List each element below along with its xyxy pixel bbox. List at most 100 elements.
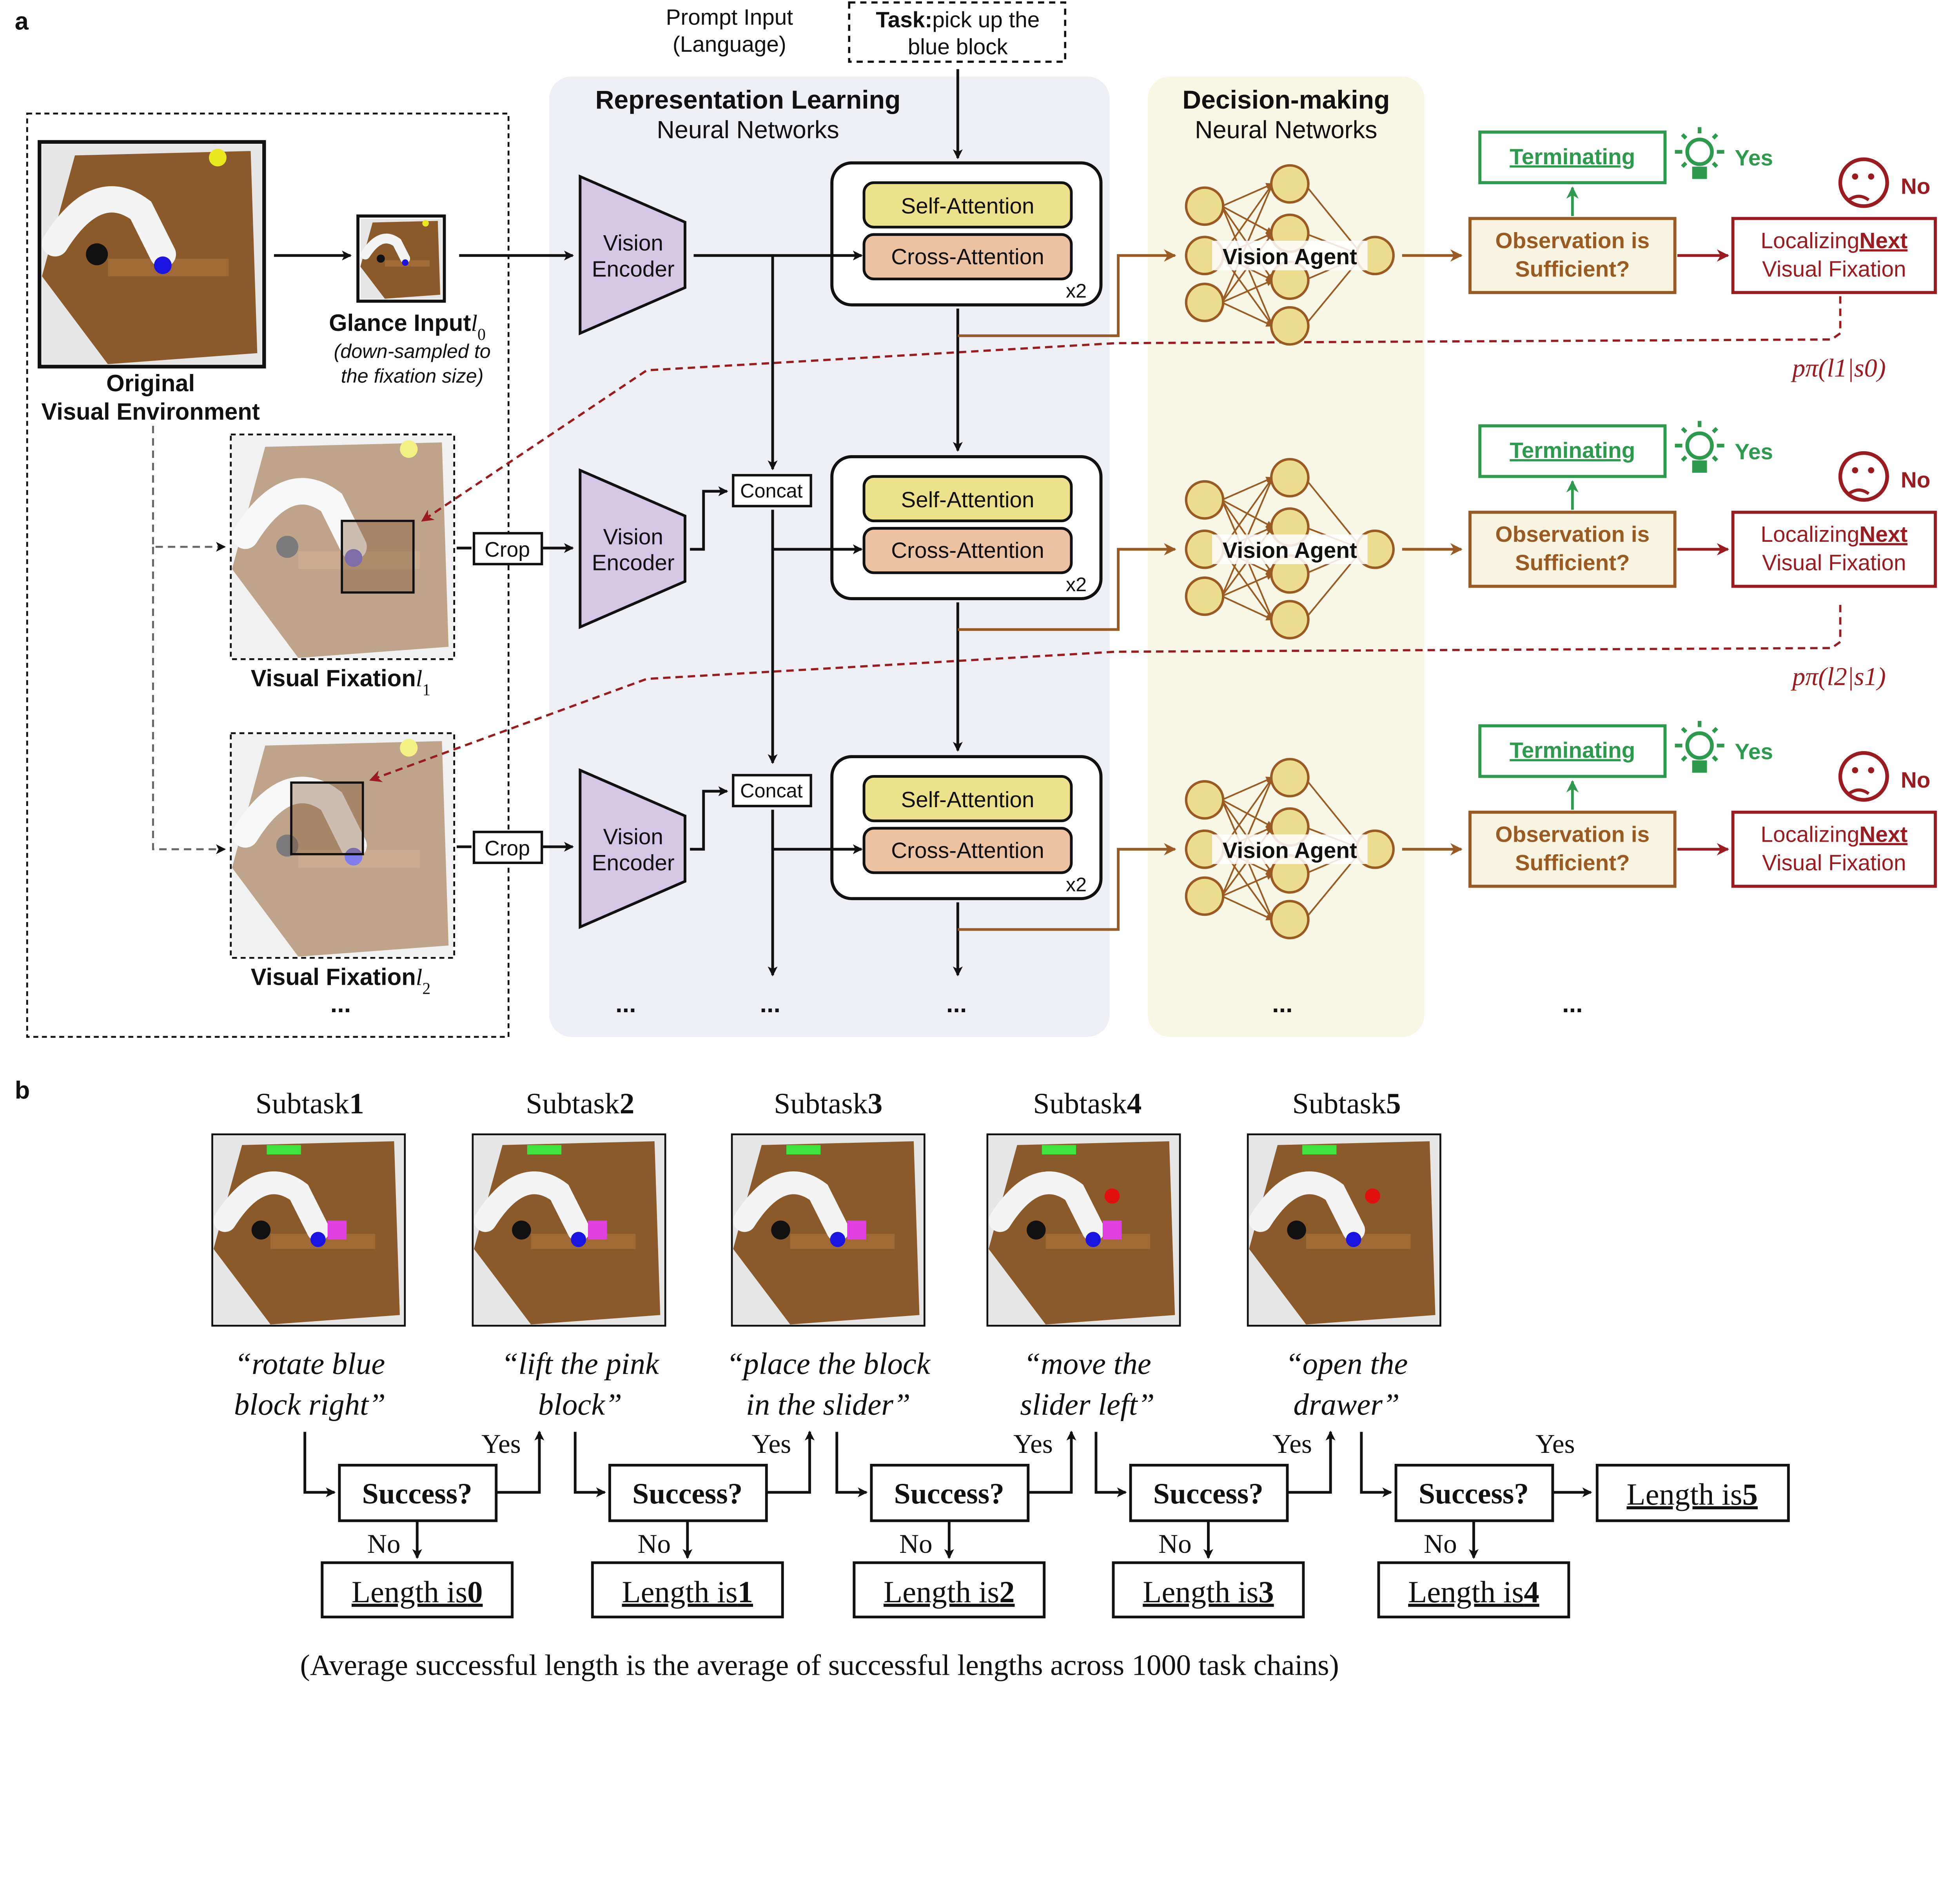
network-edge bbox=[1221, 279, 1274, 303]
terminating-label: Terminating bbox=[1510, 145, 1635, 169]
text-part: Length is bbox=[1143, 1575, 1258, 1609]
face-eye bbox=[1868, 467, 1875, 474]
ell-decision: ... bbox=[1562, 990, 1583, 1018]
face-eye bbox=[1868, 173, 1875, 180]
repr-title: Representation Learning bbox=[595, 85, 901, 114]
text-part: 5 bbox=[1742, 1478, 1758, 1512]
repeat-label: x2 bbox=[1066, 280, 1087, 302]
hole bbox=[86, 243, 108, 265]
network-node bbox=[1270, 600, 1310, 639]
vision-agent-label-bg bbox=[1212, 534, 1368, 564]
robot-arm bbox=[733, 1171, 849, 1242]
thinking-face-icon bbox=[1838, 451, 1889, 502]
text-part: Next bbox=[1859, 822, 1907, 847]
length-box bbox=[1112, 1561, 1305, 1619]
face-outline bbox=[1838, 751, 1889, 802]
to-success-arrow bbox=[303, 1432, 336, 1498]
final-length-box bbox=[1595, 1463, 1790, 1522]
bulb-ray bbox=[1711, 427, 1719, 434]
policy-label: pπ(l2|s1) bbox=[1791, 662, 1886, 691]
ellipsis: ... bbox=[330, 990, 351, 1018]
face-eye bbox=[1852, 767, 1858, 773]
no-label: No bbox=[1901, 174, 1931, 199]
success-label: Success? bbox=[1153, 1478, 1263, 1510]
text-part: l bbox=[416, 666, 423, 692]
blue-block bbox=[830, 1232, 846, 1247]
vision-encoder-label: Vision bbox=[603, 231, 663, 256]
original-image bbox=[42, 144, 262, 364]
text-part: Localizing bbox=[1760, 229, 1859, 253]
vision-agent-label: Vision Agent bbox=[1223, 538, 1357, 563]
cross-attention-label: Cross-Attention bbox=[891, 538, 1044, 563]
blue-block bbox=[154, 256, 172, 274]
cross-attention-label: Cross-Attention bbox=[891, 838, 1044, 863]
text-part: Next bbox=[1859, 522, 1907, 547]
glance-frame bbox=[356, 214, 446, 303]
network-node bbox=[1270, 758, 1310, 798]
face-hand bbox=[1848, 788, 1870, 795]
attention-to-agent bbox=[958, 249, 1176, 337]
prompt-input-label: Prompt Input bbox=[666, 5, 793, 30]
fixation-window bbox=[341, 519, 415, 594]
network-node bbox=[1185, 186, 1225, 226]
robot-arm bbox=[989, 1171, 1105, 1242]
localizing-label: LocalizingNext bbox=[1760, 229, 1907, 253]
localizing-label-2: Visual Fixation bbox=[1762, 851, 1906, 875]
cross-attention-box bbox=[862, 827, 1073, 874]
network-node bbox=[1270, 164, 1310, 204]
vision-encoder-label: Vision bbox=[603, 825, 663, 850]
yes-label: Yes bbox=[1272, 1429, 1312, 1459]
success-box bbox=[870, 1463, 1030, 1522]
original-frame bbox=[38, 140, 266, 369]
subtask-title: Subtask3 bbox=[774, 1087, 882, 1120]
terminating-label: Terminating bbox=[1510, 738, 1635, 763]
localizing-label: LocalizingNext bbox=[1760, 522, 1907, 547]
network-edge bbox=[1221, 301, 1274, 327]
length-box bbox=[591, 1561, 784, 1619]
network-edge bbox=[1221, 183, 1274, 207]
lightbulb-icon bbox=[1675, 127, 1724, 179]
yellow-ball bbox=[209, 149, 227, 167]
subtask-title: Subtask4 bbox=[1033, 1087, 1142, 1120]
no-label: No bbox=[1158, 1529, 1192, 1559]
footnote: (Average successful length is the averag… bbox=[300, 1649, 1339, 1682]
ell-agent: ... bbox=[1272, 990, 1292, 1018]
pink-block bbox=[847, 1220, 866, 1240]
subtask-instruction-2: block right” bbox=[234, 1387, 386, 1422]
terminating-box bbox=[1478, 424, 1667, 478]
yes-arrow bbox=[766, 1431, 815, 1494]
attention-to-agent bbox=[958, 843, 1176, 931]
text-part: pπ(l1|s0) bbox=[1791, 354, 1886, 382]
observation-box bbox=[1468, 810, 1677, 888]
subtask-title: Subtask5 bbox=[1292, 1087, 1401, 1120]
subtask-instruction: “place the block bbox=[726, 1347, 931, 1381]
subtask-instruction-2: drawer” bbox=[1294, 1387, 1400, 1422]
pink-block bbox=[1102, 1220, 1122, 1240]
observation-label: Observation is bbox=[1495, 229, 1650, 253]
bulb-ray bbox=[1681, 427, 1688, 434]
success-label: Success? bbox=[894, 1478, 1004, 1510]
face-eye bbox=[1852, 467, 1858, 474]
subtask-instruction: “open the bbox=[1285, 1347, 1408, 1381]
bulb-base bbox=[1692, 760, 1707, 773]
subtask-image bbox=[474, 1135, 664, 1325]
terminating-box bbox=[1478, 724, 1667, 778]
text-part: l bbox=[471, 310, 477, 336]
bulb-ray bbox=[1681, 133, 1688, 140]
yes-label: Yes bbox=[1535, 1429, 1575, 1459]
subtask-frame bbox=[472, 1133, 666, 1327]
hole bbox=[276, 834, 299, 857]
decision-subtitle: Neural Networks bbox=[1195, 116, 1377, 144]
no-label: No bbox=[1901, 768, 1931, 793]
localizing-box bbox=[1731, 810, 1937, 888]
glance-note-2: the fixation size) bbox=[341, 365, 484, 387]
panel-label-b: b bbox=[15, 1077, 30, 1104]
subtask-instruction: “move the bbox=[1024, 1347, 1151, 1381]
network-node bbox=[1185, 283, 1225, 322]
bulb-base bbox=[1692, 460, 1707, 473]
subtask-frame bbox=[731, 1133, 926, 1327]
network-node bbox=[1185, 876, 1225, 916]
yes-arrow bbox=[1287, 1431, 1336, 1494]
